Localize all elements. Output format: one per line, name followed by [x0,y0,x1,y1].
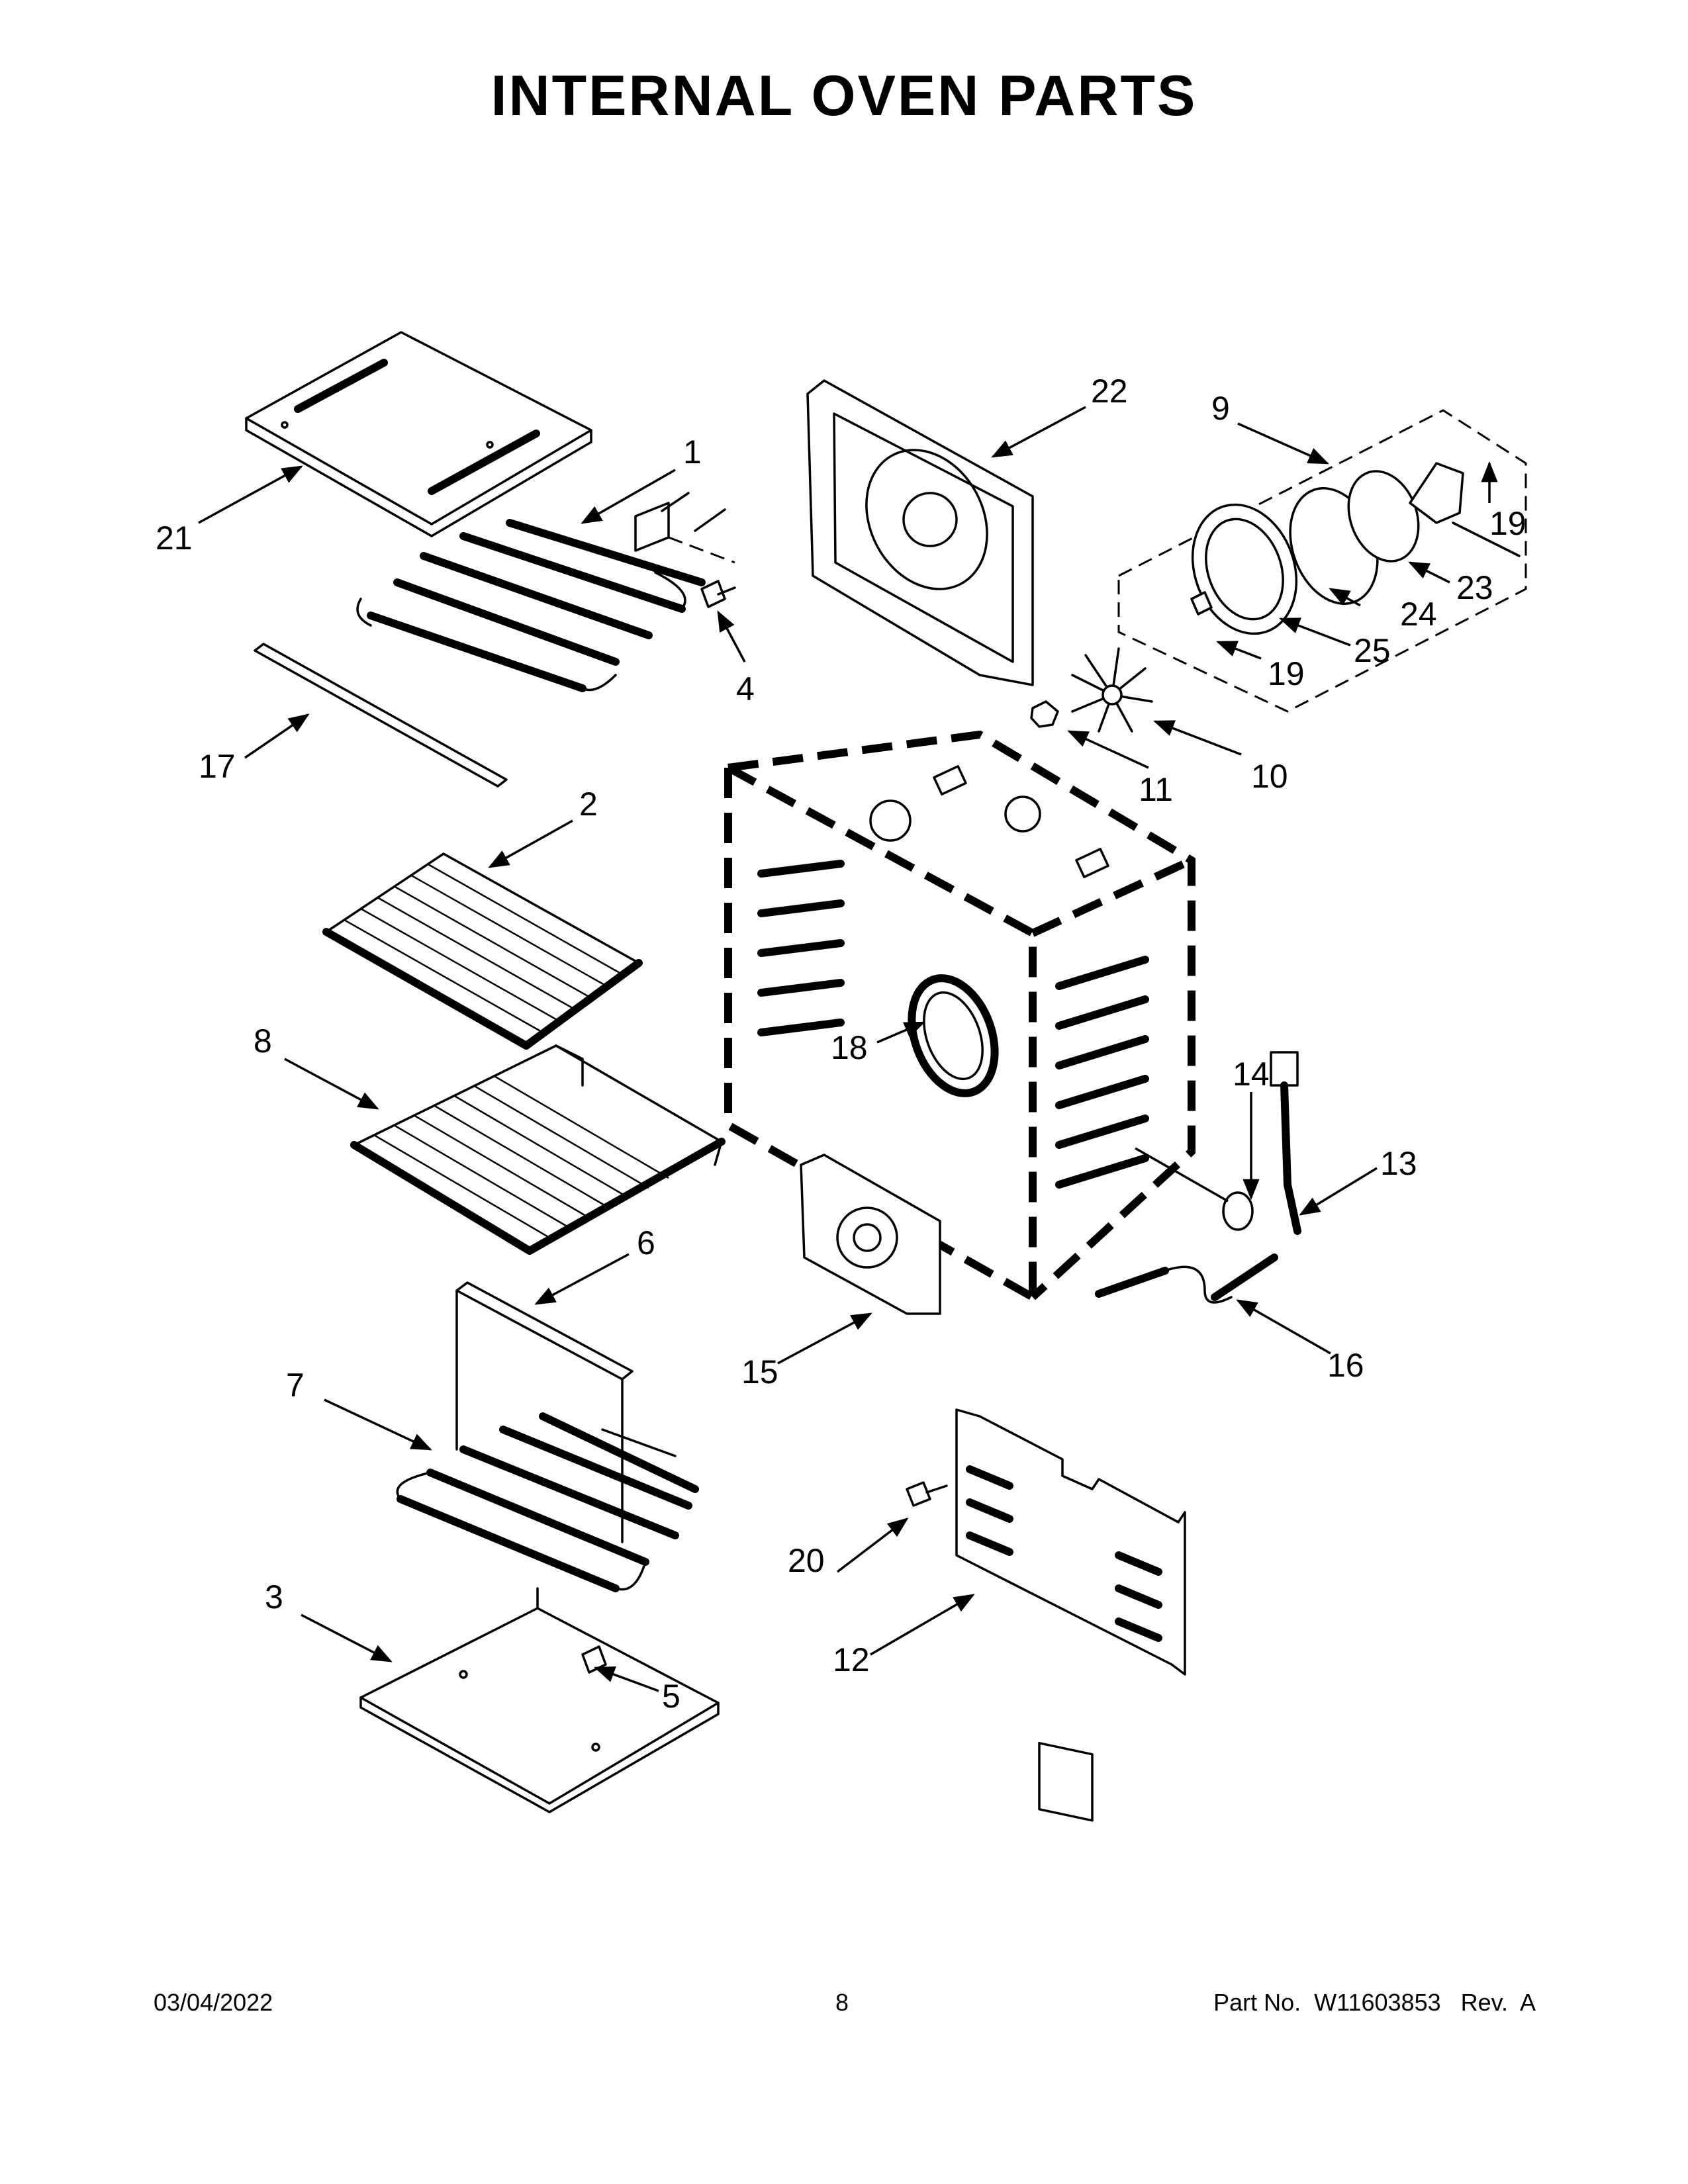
part-1-broil-element [356,492,735,692]
part-7-bake-element [396,1412,699,1592]
part-21-top-shield [245,331,592,537]
callout-4: 4 [736,670,755,707]
part-17-strip [254,643,508,788]
callout-2: 2 [579,786,598,823]
callout-12: 12 [833,1641,870,1678]
callout-6: 6 [637,1224,655,1261]
callout-10: 10 [1251,758,1288,795]
callout-22: 22 [1091,373,1128,410]
part-20-screw [906,1481,948,1507]
footer-date: 03/04/2022 [154,1989,273,2016]
callout-labels: 1 2 3 4 5 6 7 8 9 10 11 12 13 14 15 16 1… [156,373,1526,1715]
callout-20: 20 [788,1542,825,1579]
part-4-screw [700,580,736,608]
callout-19a: 19 [1489,505,1526,542]
callout-21: 21 [156,520,193,557]
callout-14: 14 [1233,1056,1270,1093]
callout-17: 17 [199,748,236,785]
part-14-nut [1222,1191,1254,1231]
callout-1: 1 [683,433,702,471]
callout-7: 7 [286,1367,305,1404]
part-18-ring-element [908,974,999,1097]
callout-11: 11 [1139,771,1173,808]
part-15-fan-cover [800,1154,941,1315]
leader-arrows [198,406,1498,1692]
part-8-extension-rack [350,1044,726,1255]
callout-13: 13 [1380,1145,1417,1182]
callout-24: 24 [1400,596,1437,633]
callout-23: 23 [1456,569,1493,606]
callout-16: 16 [1327,1347,1364,1384]
part-12-rear-panel [955,1408,1186,1822]
callout-3: 3 [265,1578,283,1615]
callout-9: 9 [1211,390,1230,427]
oven-cavity [724,730,1196,1301]
part-5-screw [581,1645,607,1674]
part-3-bottom-panel [359,1587,720,1813]
callout-5: 5 [662,1678,680,1715]
footer-part-number: Part No. W11603853 Rev. A [1213,1989,1536,2016]
footer-page-number: 8 [835,1989,849,2016]
page-title: INTERNAL OVEN PARTS [491,64,1197,128]
part-13-sensor [1270,1051,1301,1235]
callout-15: 15 [741,1353,778,1390]
part-11-nut [1030,700,1059,728]
part-22-rear-frame [806,379,1034,686]
callout-8: 8 [254,1023,272,1060]
part-2-oven-rack [322,852,643,1050]
part-10-fan-blade [1071,647,1153,733]
callout-18: 18 [831,1029,868,1066]
callout-25: 25 [1354,632,1391,669]
part-9-convection-assembly [1117,409,1527,713]
callout-19b: 19 [1268,655,1305,692]
part-16-probe [1095,1253,1278,1304]
